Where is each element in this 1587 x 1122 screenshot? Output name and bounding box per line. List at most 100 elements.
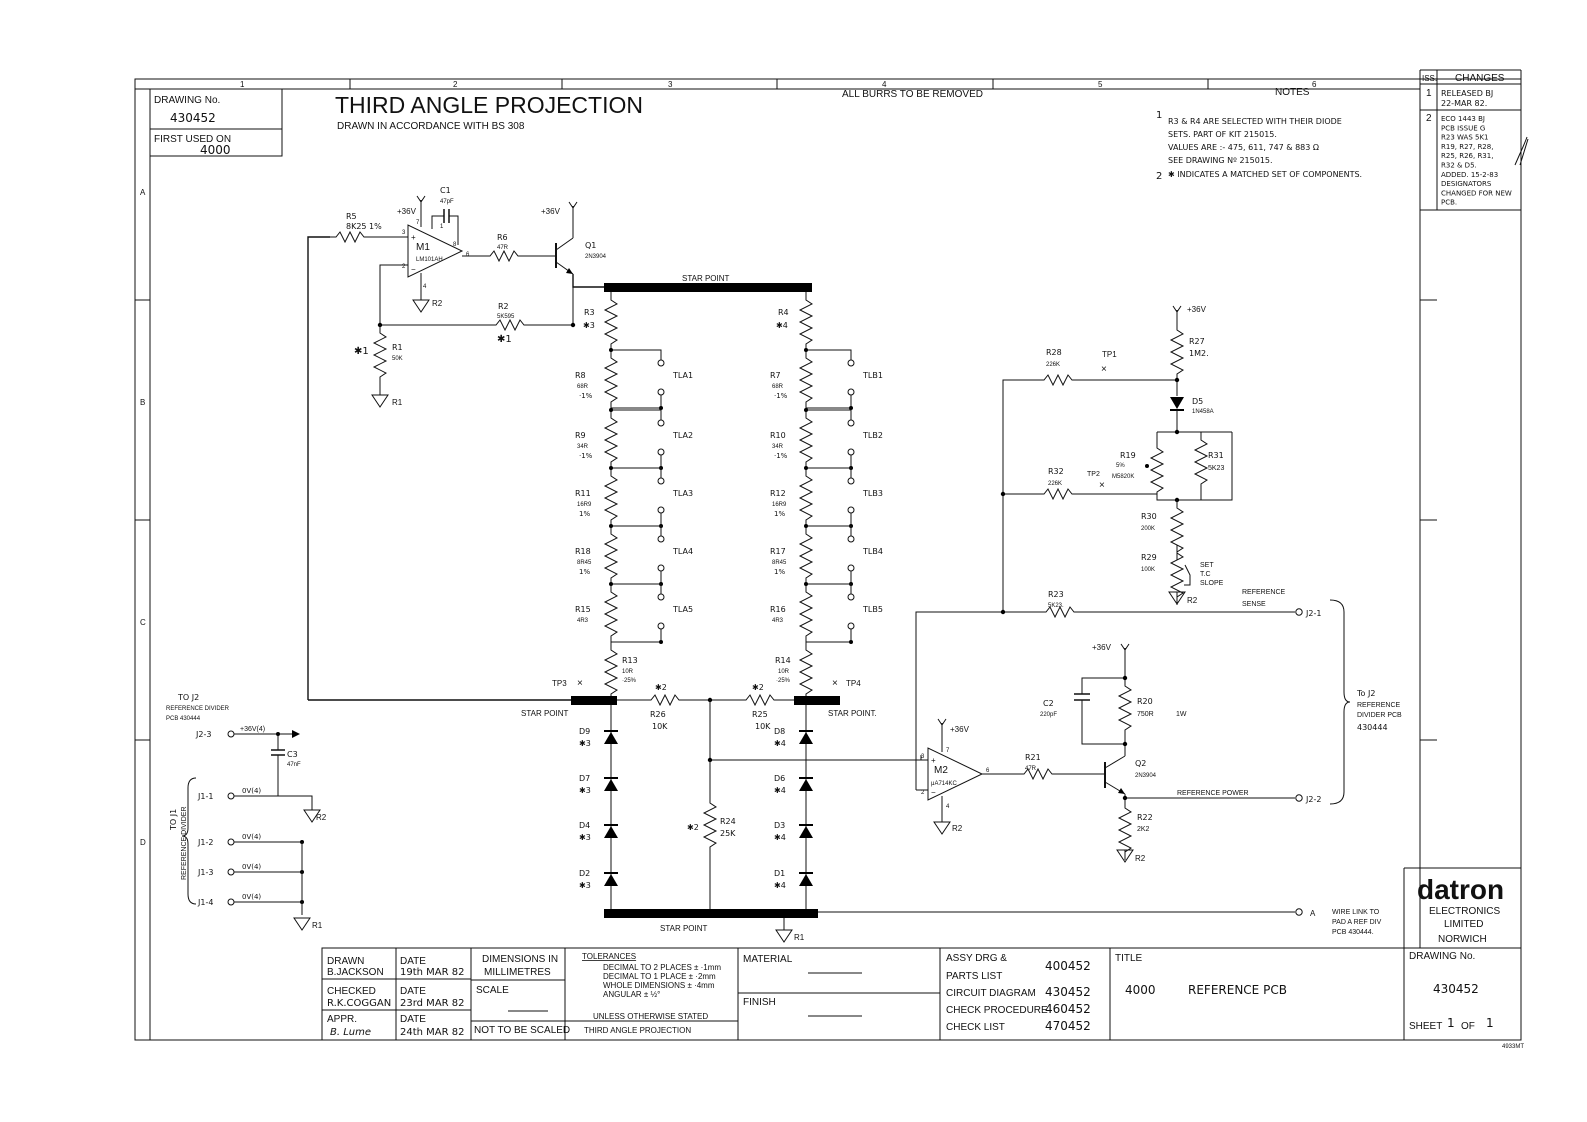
r6-ref: R6: [497, 233, 508, 242]
sheet-no: 1: [1447, 1016, 1455, 1030]
terminal-a: [1295, 908, 1303, 916]
resistor-r5: R5 8K25 1%: [307, 212, 408, 700]
left_chain-node-3: [609, 466, 613, 470]
tb-projection: THIRD ANGLE PROJECTION: [584, 1026, 691, 1035]
to-j2-right-line-4: 430444: [1357, 723, 1388, 732]
grid-row-d: D: [140, 838, 146, 847]
r23-ref: R23: [1048, 590, 1064, 599]
c1-ref: C1: [440, 186, 451, 195]
q2-part: 2N3904: [1135, 773, 1157, 779]
change-2-line-2: PCB ISSUE G: [1441, 124, 1485, 132]
left_chain-link-label-5: TLA5: [672, 605, 693, 614]
r4-ref: R4: [778, 308, 789, 317]
left_chain-link-bottom-3: [611, 513, 662, 527]
m1-ground-label: R2: [432, 299, 443, 308]
q2-ref: Q2: [1135, 759, 1146, 768]
r29-value: 100K: [1141, 567, 1155, 573]
drawing-no-value: 430452: [170, 111, 216, 125]
c2-value: 220pF: [1040, 712, 1057, 718]
right_chain-link-pad-b-2: [847, 448, 855, 456]
j1-terminal-4: [227, 898, 235, 906]
resistor-r13: R13 10R ·25%: [604, 641, 638, 703]
not-to-scale: NOT TO BE SCALED: [474, 1025, 570, 1036]
r14-ref: R14: [775, 656, 791, 665]
m1-minus: −: [411, 265, 416, 274]
left_chain-tol-3: 1%: [579, 510, 590, 518]
left_chain-link-bottom-5: [611, 629, 662, 643]
schematic: M1 LM101AH + − 7 3 2 8 1 6 4 +36V R2 C1 …: [166, 186, 1402, 943]
right_diodes-mark-1: ✱4: [774, 739, 786, 748]
tp3-label: TP3: [552, 679, 567, 688]
tp3-marker: ×: [577, 678, 583, 689]
left_chain-link-bottom-1: [611, 395, 662, 409]
r19-ref: R19: [1120, 451, 1136, 460]
grid-row-c: C: [140, 618, 146, 627]
to-j2-right-line-2: REFERENCE: [1357, 702, 1401, 709]
checked-date-label: DATE: [400, 986, 426, 997]
r30-ref: R30: [1141, 512, 1157, 521]
check-list-no: 470452: [1045, 1019, 1091, 1033]
to-j1-line-2: REFERENCE DIVIDER: [181, 806, 188, 880]
checked-label: CHECKED: [327, 986, 376, 997]
projection-title: THIRD ANGLE PROJECTION: [335, 92, 643, 118]
wire-link-line-3: PCB 430444.: [1332, 929, 1374, 936]
r2-value: 5K595: [497, 314, 515, 320]
right_chain-node-3: [804, 466, 808, 470]
sheet-label: SHEET: [1409, 1021, 1442, 1032]
set-tc-line-2: T.C: [1200, 571, 1211, 578]
left-trim-chain: R868R·1%TLA1R934R·1%TLA2R1116R91%TLA3R18…: [575, 348, 693, 645]
resistor-r14: R14 10R ·25%: [775, 641, 813, 703]
left_chain-link-pad-b-5: [657, 622, 665, 630]
note-line-1: R3 & R4 ARE SELECTED WITH THEIR DIODE: [1168, 117, 1342, 126]
left_chain-link-bottom-4: [611, 571, 662, 585]
dims-unit: MILLIMETRES: [484, 967, 551, 978]
left_diodes-mark-3: ✱3: [579, 833, 591, 842]
finish-label: FINISH: [743, 997, 776, 1008]
left_chain-link-pad-b-3: [657, 506, 665, 514]
left_chain-link-pad-b-2: [657, 448, 665, 456]
right_diodes-ref-4: D1: [774, 869, 785, 878]
assy-no: 400452: [1045, 959, 1091, 973]
right_chain-value-4: 8R45: [772, 560, 787, 566]
left_chain-resistor-1: [604, 349, 618, 411]
scale-label: SCALE: [476, 985, 509, 996]
r6-value: 47R: [497, 245, 509, 251]
tp4-label: TP4: [846, 679, 861, 688]
right_chain-ref-3: R12: [770, 489, 786, 498]
right_chain-link-bottom-3: [806, 513, 852, 527]
r24-ref: R24: [720, 817, 736, 826]
right_diodes-diode-1: [798, 730, 814, 745]
right_chain-node-2: [804, 408, 808, 412]
change-2-line-6: R32 & D5.: [1441, 162, 1477, 170]
company-line-2: LIMITED: [1444, 919, 1483, 930]
left_diodes-diode-2: [603, 777, 619, 792]
r23-value: 5K23.: [1048, 603, 1064, 609]
right_chain-link-top-3: [806, 467, 852, 478]
left-diode-chain: D9✱3D7✱3D4✱3D2✱3: [579, 705, 619, 912]
note-line-2: SETS. PART OF KIT 215015.: [1168, 130, 1277, 139]
appr-date-label: DATE: [400, 1014, 426, 1025]
left_chain-resistor-4: [604, 525, 618, 587]
left_chain-value-5: 4R3: [577, 618, 589, 624]
right_chain-link-pad-a-3: [847, 477, 855, 485]
right_chain-link-pad-b-4: [847, 564, 855, 572]
right_diodes-diode-2: [798, 777, 814, 792]
tol-line-4: ANGULAR ± ½°: [603, 990, 660, 999]
grid-row-b: B: [140, 398, 145, 407]
r14-tol: ·25%: [776, 678, 791, 684]
r20-value: 750R: [1137, 711, 1154, 718]
right_chain-link-bottom-1: [806, 395, 852, 409]
right_chain-link-label-4: TLB4: [862, 547, 883, 556]
j1-pin-label-2: J1-2: [197, 838, 213, 847]
terminal-a-label: A: [1310, 909, 1316, 918]
r32-value: 226K: [1048, 481, 1062, 487]
r32-ref: R32: [1048, 467, 1064, 476]
note-marker-2: 2: [1156, 171, 1162, 182]
right_chain-resistor-4: [799, 525, 813, 587]
j1-pin-label-1: J1-1: [197, 792, 213, 801]
r3-mark: ✱3: [583, 321, 595, 330]
star-point-top-bus: [604, 283, 812, 292]
tol-line-3: WHOLE DIMENSIONS ± ·4mm: [603, 981, 715, 990]
r24-value: 25K: [720, 829, 736, 838]
set-tc-line-1: SET: [1200, 562, 1214, 569]
